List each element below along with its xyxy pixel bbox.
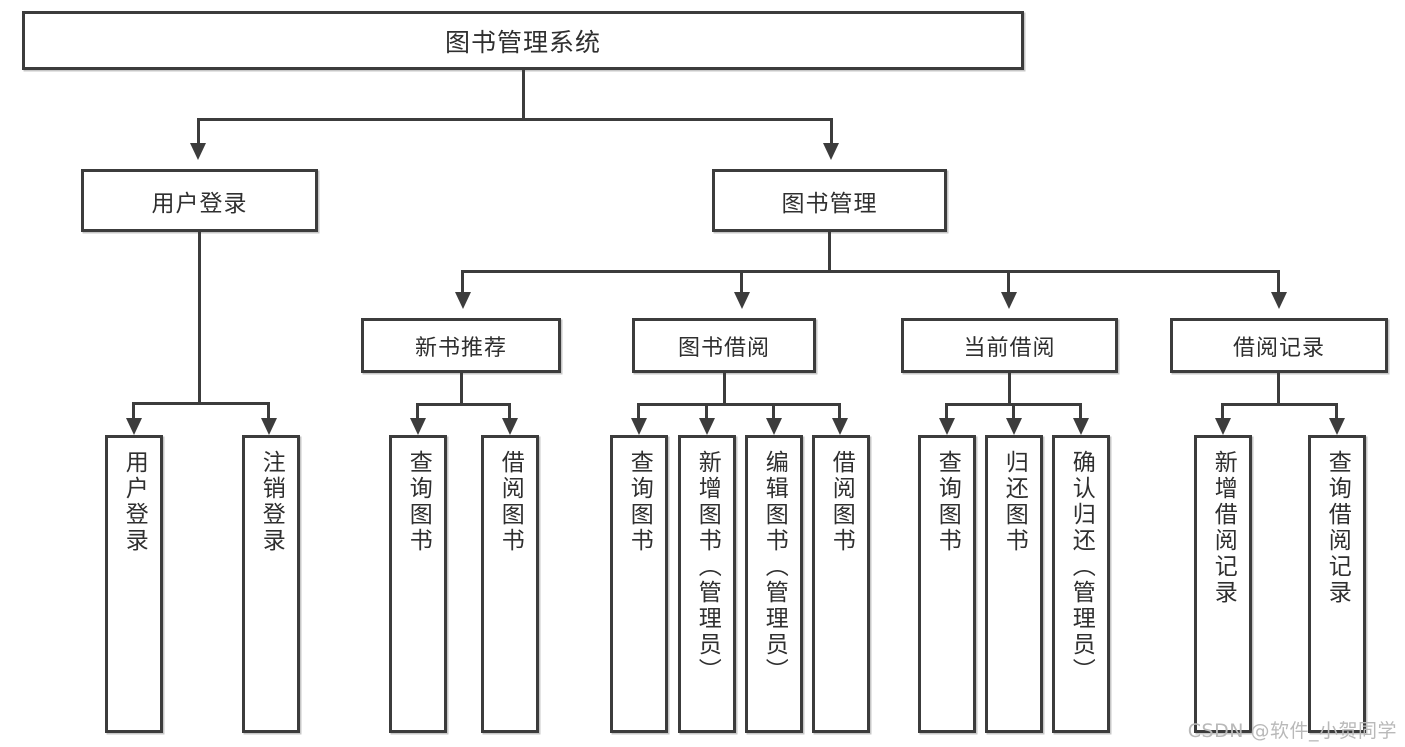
leaf-new-book-borrow-book[interactable]: 借阅图书 <box>481 435 539 733</box>
leaf-current-borrow-return-book[interactable]: 归还图书 <box>985 435 1043 733</box>
connector-root-bus <box>197 118 833 121</box>
node-label: 图书管理 <box>781 190 878 217</box>
arrowhead-bb-leaf-2 <box>699 418 715 435</box>
connector-bb-drop-1 <box>637 403 640 420</box>
node-root-book-management-system[interactable]: 图书管理系统 <box>22 11 1024 70</box>
connector-bb-drop-4 <box>838 403 841 420</box>
connector-bb-bus <box>637 403 841 406</box>
arrowhead-nbr-leaf-2 <box>502 418 518 435</box>
leaf-new-book-query-book[interactable]: 查询图书 <box>389 435 447 733</box>
connector-cb-drop-1 <box>945 403 948 420</box>
leaf-user-login-login[interactable]: 用户登录 <box>105 435 163 733</box>
arrowhead-to-book-borrow <box>734 292 750 309</box>
node-label: 图书借阅 <box>677 335 770 361</box>
connector-br-bus <box>1221 403 1338 406</box>
node-label: 借阅记录 <box>1232 335 1325 361</box>
arrowhead-to-current-borrow <box>1001 292 1017 309</box>
arrowhead-bb-leaf-3 <box>766 418 782 435</box>
node-label: 用户登录 <box>151 190 248 217</box>
arrowhead-cb-leaf-1 <box>939 418 955 435</box>
arrowhead-user-login-leaf-2 <box>261 418 277 435</box>
leaf-label: 查询图书 <box>626 450 653 554</box>
arrowhead-cb-leaf-3 <box>1073 418 1089 435</box>
leaf-label: 归还图书 <box>1001 450 1028 554</box>
connector-root-stem <box>522 70 525 120</box>
leaf-book-borrow-borrow-book[interactable]: 借阅图书 <box>812 435 870 733</box>
leaf-current-borrow-query-book[interactable]: 查询图书 <box>918 435 976 733</box>
leaf-book-borrow-add-book[interactable]: 新增图书（管理员） <box>678 435 736 733</box>
leaf-label: 注销登录 <box>258 450 285 554</box>
connector-bm-drop-3 <box>1007 270 1010 294</box>
connector-root-drop-left <box>197 118 200 145</box>
connector-nbr-drop-2 <box>508 403 511 420</box>
connector-nbr-drop-1 <box>416 403 419 420</box>
connector-book-management-bus <box>461 270 1280 273</box>
leaf-label: 查询图书 <box>405 450 432 554</box>
arrowhead-bb-leaf-1 <box>631 418 647 435</box>
connector-user-login-stem <box>198 232 201 404</box>
leaf-borrow-record-query-record[interactable]: 查询借阅记录 <box>1308 435 1366 733</box>
connector-user-login-drop-2 <box>267 402 270 420</box>
leaf-current-borrow-confirm-return[interactable]: 确认归还（管理员） <box>1052 435 1110 733</box>
connector-br-stem <box>1277 373 1280 405</box>
connector-bm-drop-4 <box>1277 270 1280 294</box>
leaf-user-login-logout[interactable]: 注销登录 <box>242 435 300 733</box>
leaf-book-borrow-query-book[interactable]: 查询图书 <box>610 435 668 733</box>
connector-br-drop-1 <box>1221 403 1224 420</box>
leaf-label: 确认归还（管理员） <box>1068 450 1095 684</box>
connector-root-drop-right <box>830 118 833 145</box>
arrowhead-br-leaf-2 <box>1329 418 1345 435</box>
arrowhead-to-borrow-record <box>1271 292 1287 309</box>
node-user-login[interactable]: 用户登录 <box>81 169 318 232</box>
arrowhead-to-user-login <box>190 143 206 160</box>
node-book-borrow[interactable]: 图书借阅 <box>632 318 816 373</box>
connector-bb-drop-2 <box>705 403 708 420</box>
connector-user-login-drop-1 <box>132 402 135 420</box>
arrowhead-nbr-leaf-1 <box>410 418 426 435</box>
arrowhead-bb-leaf-4 <box>832 418 848 435</box>
leaf-label: 编辑图书（管理员） <box>761 450 788 684</box>
connector-bm-drop-1 <box>461 270 464 294</box>
connector-bm-drop-2 <box>740 270 743 294</box>
connector-nbr-stem <box>460 373 463 405</box>
node-borrow-record[interactable]: 借阅记录 <box>1170 318 1388 373</box>
connector-bb-stem <box>723 373 726 405</box>
node-label: 图书管理系统 <box>444 27 601 57</box>
leaf-label: 查询图书 <box>934 450 961 554</box>
arrowhead-br-leaf-1 <box>1215 418 1231 435</box>
connector-book-management-stem <box>828 232 831 272</box>
leaf-borrow-record-add-record[interactable]: 新增借阅记录 <box>1194 435 1252 733</box>
connector-cb-drop-3 <box>1079 403 1082 420</box>
node-label: 新书推荐 <box>414 335 507 361</box>
leaf-label: 新增图书（管理员） <box>694 450 721 684</box>
leaf-label: 新增借阅记录 <box>1210 450 1237 606</box>
node-label: 当前借阅 <box>963 335 1056 361</box>
leaf-book-borrow-edit-book[interactable]: 编辑图书（管理员） <box>745 435 803 733</box>
connector-cb-stem <box>1008 373 1011 405</box>
arrowhead-to-book-management <box>823 143 839 160</box>
arrowhead-to-new-book-recommend <box>455 292 471 309</box>
leaf-label: 查询借阅记录 <box>1324 450 1351 606</box>
connector-user-login-bus <box>132 402 270 405</box>
connector-bb-drop-3 <box>772 403 775 420</box>
leaf-label: 借阅图书 <box>497 450 524 554</box>
connector-nbr-bus <box>416 403 511 406</box>
node-book-management[interactable]: 图书管理 <box>712 169 947 232</box>
node-current-borrow[interactable]: 当前借阅 <box>901 318 1118 373</box>
arrowhead-user-login-leaf-1 <box>126 418 142 435</box>
node-new-book-recommend[interactable]: 新书推荐 <box>361 318 561 373</box>
connector-cb-drop-2 <box>1012 403 1015 420</box>
leaf-label: 借阅图书 <box>828 450 855 554</box>
leaf-label: 用户登录 <box>121 450 148 554</box>
connector-br-drop-2 <box>1335 403 1338 420</box>
arrowhead-cb-leaf-2 <box>1006 418 1022 435</box>
